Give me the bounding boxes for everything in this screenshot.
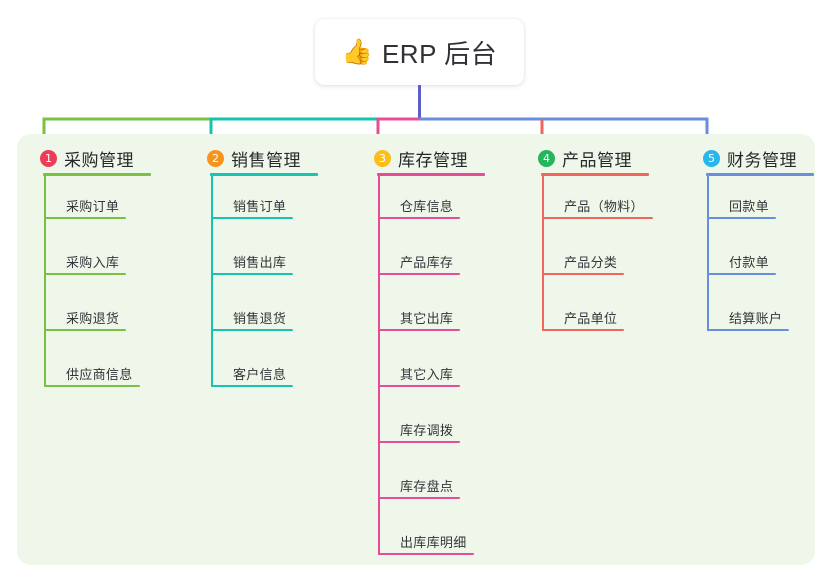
leaf-item-label: 付款单	[729, 255, 769, 270]
leaf-item-label: 供应商信息	[66, 367, 133, 382]
column-title: 销售管理	[231, 151, 301, 170]
leaf-item-label: 产品库存	[400, 255, 454, 270]
leaf-item-rule	[379, 273, 460, 275]
leaf-item-rule	[45, 385, 140, 387]
leaf-item-label: 仓库信息	[400, 199, 454, 214]
leaf-item-label: 销售订单	[233, 199, 287, 214]
leaf-item-label: 采购退货	[66, 311, 120, 326]
thumbs-up-icon: 👍	[341, 37, 373, 66]
leaf-item-rule	[543, 329, 624, 331]
leaf-item-rule	[708, 273, 776, 275]
leaf-item-rule	[45, 329, 126, 331]
leaf-item-rule	[708, 217, 776, 219]
leaf-item-label: 其它入库	[400, 367, 454, 382]
column-badge-1: 1	[40, 150, 57, 167]
leaf-item-rule	[543, 273, 624, 275]
leaf-item-rule	[212, 273, 293, 275]
column-underline	[43, 173, 151, 176]
column-title: 采购管理	[64, 151, 134, 170]
column-stem	[44, 176, 46, 387]
leaf-item-rule	[708, 329, 789, 331]
column-underline	[377, 173, 485, 176]
leaf-item-rule	[379, 441, 460, 443]
column-underline	[706, 173, 814, 176]
leaf-item-rule	[379, 329, 460, 331]
leaf-item-rule	[379, 497, 460, 499]
leaf-item-label: 结算账户	[729, 311, 783, 326]
column-badge-3: 3	[374, 150, 391, 167]
column-stem	[378, 176, 380, 555]
leaf-item-label: 采购入库	[66, 255, 120, 270]
column-header-1[interactable]: 1 采购管理	[40, 146, 134, 171]
leaf-item-label: 销售退货	[233, 311, 287, 326]
leaf-item-rule	[45, 273, 126, 275]
column-stem	[707, 176, 709, 331]
leaf-item-label: 库存盘点	[400, 479, 454, 494]
leaf-item-label: 库存调拨	[400, 423, 454, 438]
leaf-item-label: 产品单位	[564, 311, 618, 326]
leaf-item-rule	[45, 217, 126, 219]
column-underline	[210, 173, 318, 176]
leaf-item-label: 采购订单	[66, 199, 120, 214]
column-header-5[interactable]: 5 财务管理	[703, 146, 797, 171]
column-badge-5: 5	[703, 150, 720, 167]
column-title: 产品管理	[562, 151, 632, 170]
leaf-item-rule	[212, 217, 293, 219]
leaf-item-label: 其它出库	[400, 311, 454, 326]
column-underline	[541, 173, 649, 176]
column-stem	[211, 176, 213, 387]
leaf-item-rule	[543, 217, 653, 219]
leaf-item-label: 产品分类	[564, 255, 618, 270]
column-title: 财务管理	[727, 151, 797, 170]
leaf-item-rule	[379, 217, 460, 219]
leaf-item-label: 回款单	[729, 199, 769, 214]
leaf-item-rule	[379, 385, 460, 387]
leaf-item-label: 产品（物料）	[564, 199, 644, 214]
leaf-item-rule	[212, 329, 293, 331]
mindmap-panel: 1 采购管理采购订单采购入库采购退货供应商信息 2 销售管理销售订单销售出库销售退货客…	[17, 134, 815, 565]
leaf-item-rule	[379, 553, 474, 555]
column-header-3[interactable]: 3 库存管理	[374, 146, 468, 171]
leaf-item-label: 销售出库	[233, 255, 287, 270]
root-node-label: ERP 后台	[381, 38, 498, 69]
leaf-item-label: 出库库明细	[400, 535, 467, 550]
column-header-2[interactable]: 2 销售管理	[207, 146, 301, 171]
column-badge-4: 4	[538, 150, 555, 167]
column-header-4[interactable]: 4 产品管理	[538, 146, 632, 171]
column-title: 库存管理	[398, 151, 468, 170]
leaf-item-label: 客户信息	[233, 367, 287, 382]
column-badge-2: 2	[207, 150, 224, 167]
column-stem	[542, 176, 544, 331]
root-node[interactable]: 👍 ERP 后台	[315, 19, 524, 85]
leaf-item-rule	[212, 385, 293, 387]
